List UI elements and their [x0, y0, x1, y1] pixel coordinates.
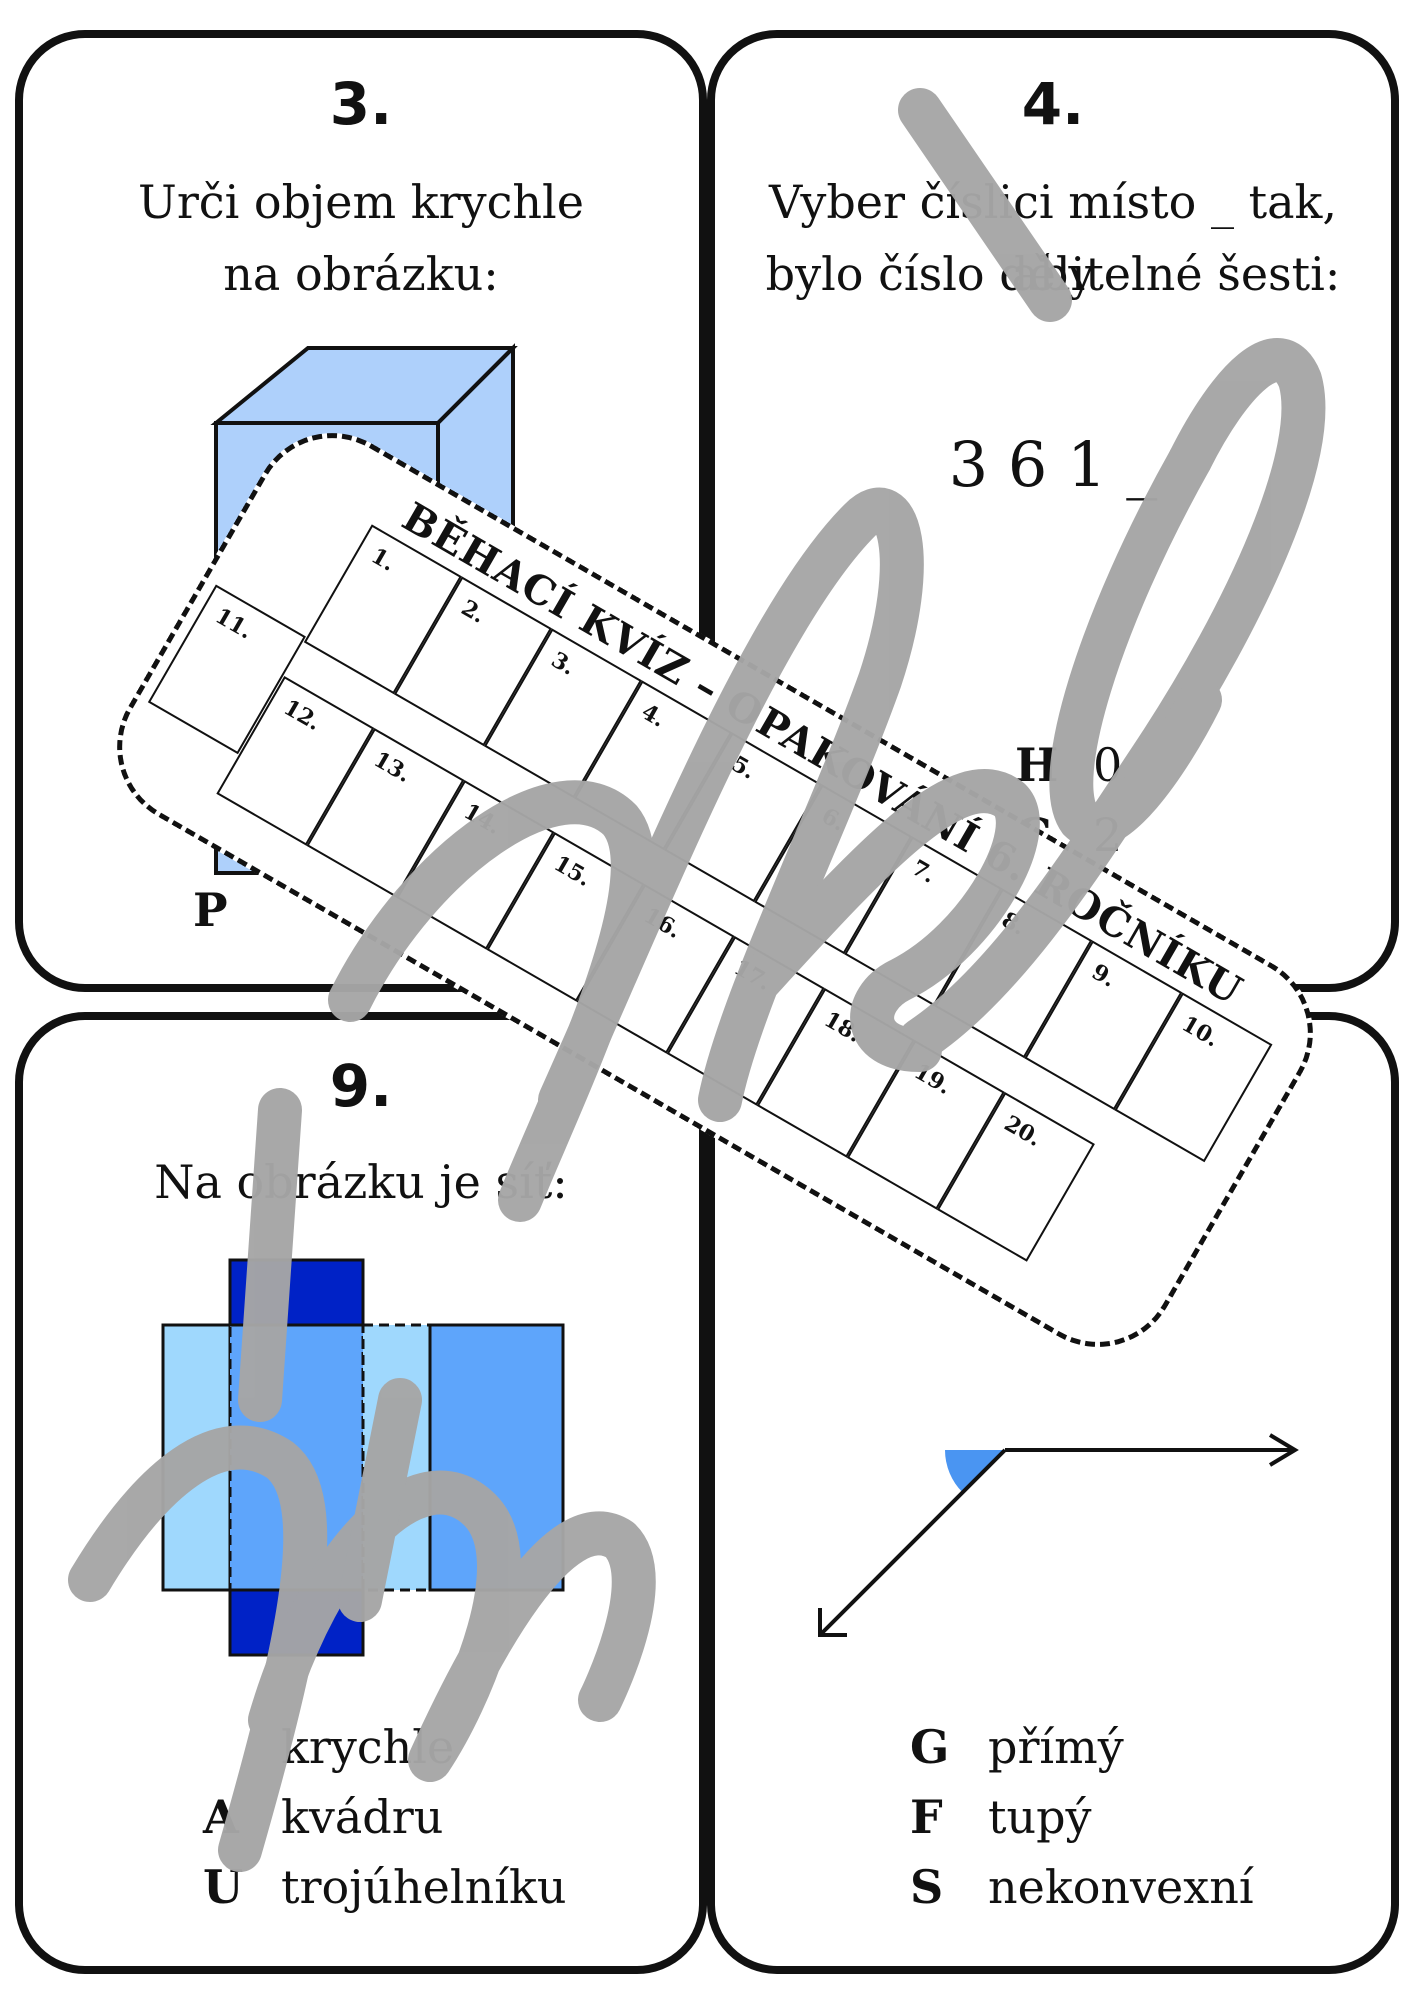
- answer-cell-number: 15.: [549, 850, 596, 893]
- option-value: tupý: [988, 1790, 1092, 1844]
- answer-cell-number: 12.: [279, 694, 326, 737]
- answer-cell-number: 4.: [636, 698, 670, 733]
- option-value: kvádru: [281, 1790, 444, 1844]
- option-row: krychle: [203, 1720, 454, 1774]
- answer-cell-number: 7.: [907, 854, 940, 889]
- answer-cell-number: 13.: [369, 746, 416, 789]
- option-value: přímý: [988, 1720, 1124, 1774]
- answer-cell-number: 9.: [1087, 958, 1121, 993]
- answer-cell-number: 2.: [456, 594, 490, 629]
- card-number: 4.: [1021, 70, 1085, 138]
- digit-sequence: 3 6 1 _: [948, 428, 1158, 501]
- answer-cell-number: 14.: [459, 798, 506, 841]
- option-letter: F: [910, 1790, 943, 1844]
- option-letter: P: [193, 883, 228, 937]
- option-letter: G: [910, 1720, 950, 1774]
- option-letter: U: [203, 1860, 244, 1914]
- answer-cell-number: 18.: [819, 1006, 866, 1049]
- answer-cell-number: 20.: [999, 1110, 1046, 1153]
- card-question-line1: Urči objem krychle: [138, 175, 584, 229]
- option-value: krychle: [281, 1720, 455, 1774]
- answer-cell-number: 6.: [816, 802, 850, 837]
- option-value: nekonvexní: [988, 1860, 1254, 1914]
- angle-figure: [818, 1433, 1299, 1637]
- answer-cell-number: 17.: [729, 954, 776, 997]
- card-question-line2: bylo číslo dělitelné šesti:: [765, 247, 1341, 301]
- answer-cell-number: 5.: [726, 750, 760, 785]
- answer-cell-number: 3.: [546, 646, 580, 681]
- option-letter: H: [1015, 738, 1059, 792]
- option-letter: A: [203, 1790, 239, 1844]
- option-value: 0: [1093, 738, 1123, 792]
- answer-cell-number: 19.: [909, 1058, 956, 1101]
- answer-cell-number: 16.: [639, 902, 686, 945]
- answer-cell-number: 11.: [210, 602, 257, 645]
- answer-cell-number: 10.: [1177, 1010, 1224, 1053]
- card-number: 3.: [329, 70, 393, 138]
- answer-cell-number: 8.: [997, 906, 1031, 941]
- card-question-line2: na obrázku:: [223, 247, 499, 301]
- option-value: 2: [1093, 808, 1123, 862]
- answer-cell-number: 1.: [366, 542, 400, 577]
- option-value: trojúhelníku: [281, 1860, 567, 1914]
- option-letter: S: [910, 1860, 944, 1914]
